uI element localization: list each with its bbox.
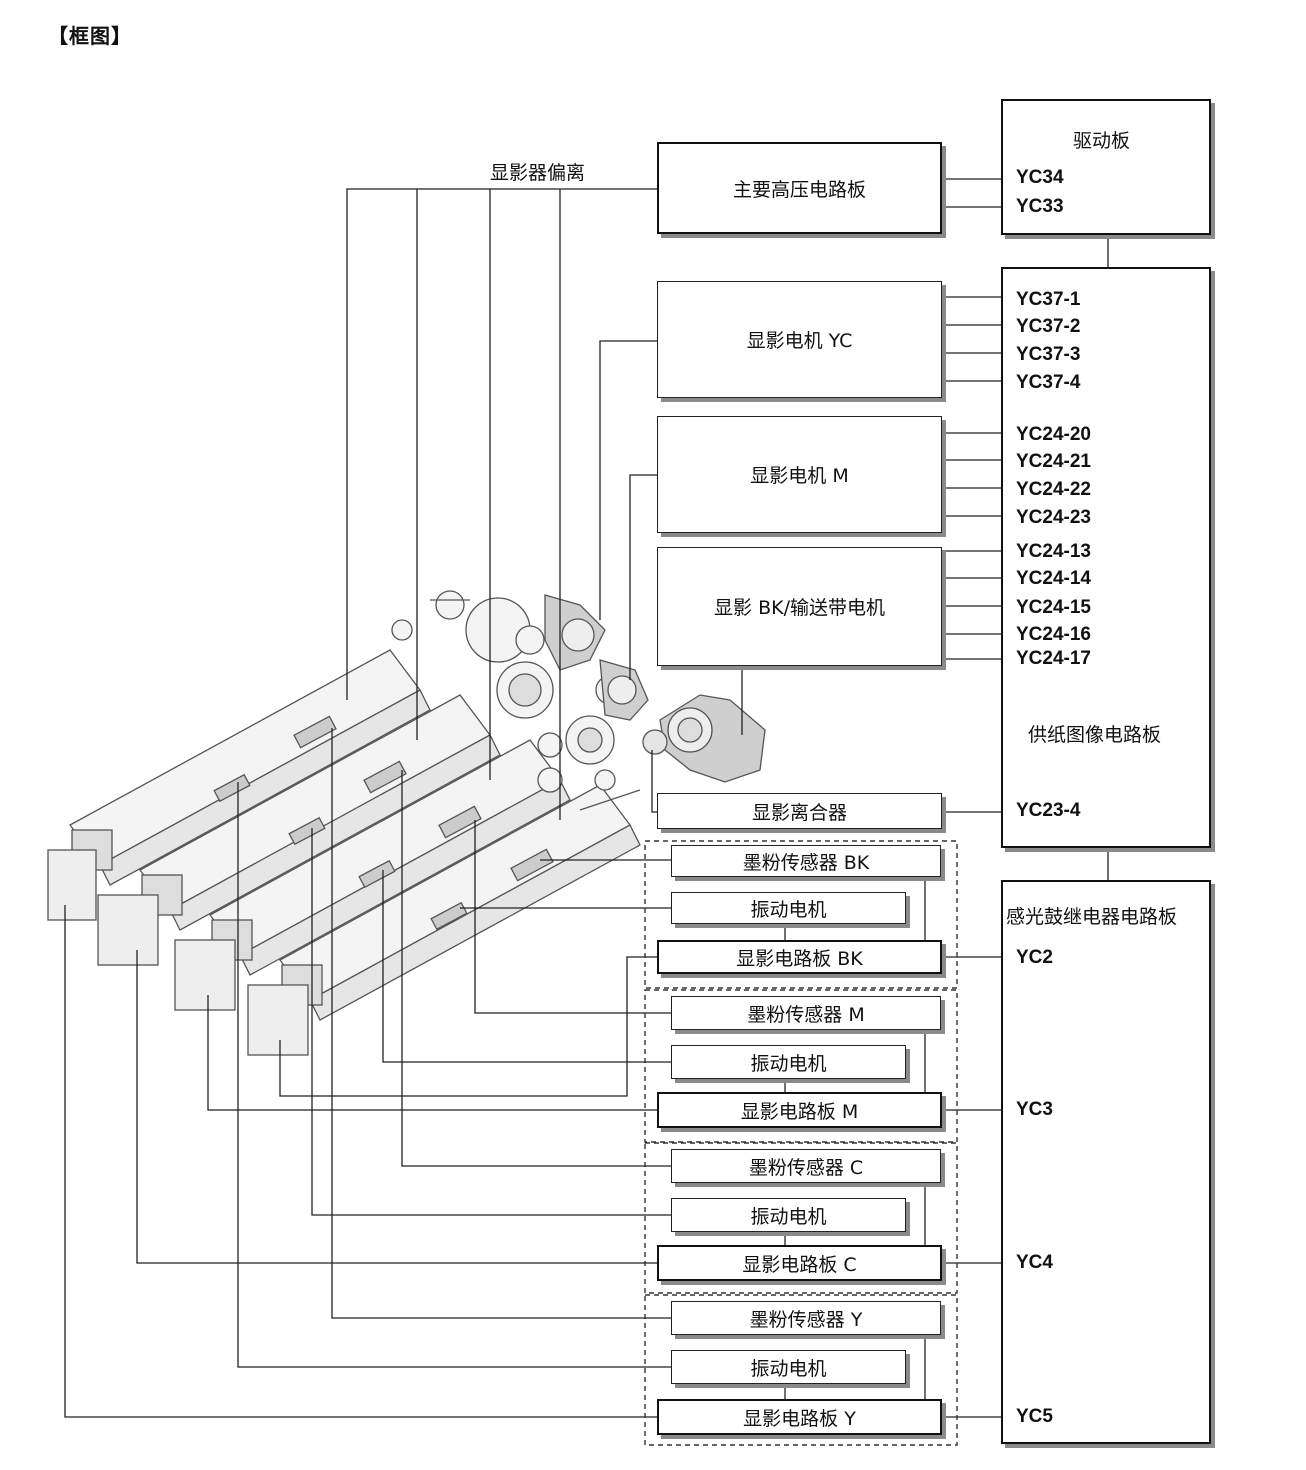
vib-motor-c-label: 振动电机: [750, 1205, 827, 1228]
wire-clutch: [651, 750, 657, 813]
dev-motor-yc-label: 显影电机 YC: [746, 330, 853, 352]
wire-pwb-c: [136, 950, 657, 1264]
port-yc37-2: YC37-2: [1016, 316, 1081, 337]
port-yc37-1: YC37-1: [1016, 289, 1081, 310]
toner-sensor-bk-box: 墨粉传感器 BK: [671, 845, 941, 877]
wiring: [64, 178, 1109, 1418]
port-yc37-4: YC37-4: [1016, 372, 1081, 393]
port-yc23-4: YC23-4: [1016, 800, 1081, 821]
dev-clutch-label: 显影离合器: [751, 801, 847, 824]
port-yc24-21: YC24-21: [1016, 451, 1091, 472]
group-bk-outline: [644, 840, 958, 989]
toner-sensor-c-label: 墨粉传感器 C: [748, 1156, 864, 1179]
drive-pwb: [1001, 99, 1211, 235]
port-yc24-20: YC24-20: [1016, 424, 1091, 445]
port-yc24-17: YC24-17: [1016, 648, 1091, 669]
dev-motor-yc-box: 显影电机 YC: [657, 281, 942, 398]
dev-pwb-c-label: 显影电路板 C: [742, 1253, 857, 1276]
feed-image-pwb: [1001, 267, 1211, 848]
end-block-c: [174, 939, 236, 1011]
end-block-y: [247, 984, 309, 1056]
dev-pwb-bk-box: 显影电路板 BK: [657, 940, 942, 974]
main-hv-pwb-box: 主要高压电路板: [657, 142, 942, 234]
vib-motor-y-label: 振动电机: [750, 1357, 827, 1380]
vib-motor-bk-label: 振动电机: [750, 898, 827, 921]
dev-motor-m-box: 显影电机 M: [657, 416, 942, 533]
end-block-k: [47, 849, 97, 921]
port-yc24-13: YC24-13: [1016, 541, 1091, 562]
dev-clutch-part: [642, 729, 668, 755]
wire-motor-yc: [599, 340, 657, 620]
vib-motor-m-label: 振动电机: [750, 1052, 827, 1075]
developer-separation-label: 显影器偏离: [490, 162, 586, 184]
toner-sensor-m-label: 墨粉传感器 M: [747, 1003, 865, 1026]
port-yc24-23: YC24-23: [1016, 507, 1091, 528]
dev-motor-bk-box: 显影 BK/输送带电机: [657, 547, 942, 666]
vib-motor-c-box: 振动电机: [671, 1198, 906, 1232]
vib-motor-y-box: 振动电机: [671, 1350, 906, 1384]
port-yc5: YC5: [1016, 1406, 1053, 1427]
port-yc3: YC3: [1016, 1099, 1053, 1120]
wire-motor-m: [629, 474, 657, 680]
port-yc37-3: YC37-3: [1016, 344, 1081, 365]
dev-pwb-m-box: 显影电路板 M: [657, 1092, 942, 1128]
dev-pwb-bk-label: 显影电路板 BK: [736, 947, 863, 970]
toner-sensor-m-box: 墨粉传感器 M: [671, 996, 941, 1030]
wire-vib-y: [237, 782, 671, 1368]
diagram-heading: 【框图】: [48, 24, 132, 48]
dev-motor-bk-label: 显影 BK/输送带电机: [714, 597, 885, 619]
group-y-outline: [644, 1294, 958, 1446]
dev-motor-m-label: 显影电机 M: [750, 465, 849, 487]
toner-sensor-y-box: 墨粉传感器 Y: [671, 1301, 941, 1335]
drum-relay-pwb: [1001, 880, 1211, 1444]
toner-sensor-bk-label: 墨粉传感器 BK: [742, 851, 870, 874]
vib-motor-m-box: 振动电机: [671, 1045, 906, 1079]
port-yc24-22: YC24-22: [1016, 479, 1091, 500]
end-block-m: [97, 894, 159, 966]
port-yc24-14: YC24-14: [1016, 568, 1091, 589]
drum-relay-pwb-title: 感光鼓继电器电路板: [1006, 906, 1178, 928]
wire-pwb-bk: [279, 956, 657, 1097]
dev-pwb-y-box: 显影电路板 Y: [657, 1399, 942, 1435]
group-m-outline: [644, 989, 958, 1143]
port-yc4: YC4: [1016, 1252, 1053, 1273]
wire-dev-sep-bus: [346, 188, 657, 700]
wire-toner-c: [401, 770, 671, 1167]
vib-motor-bk-box: 振动电机: [671, 892, 906, 924]
dev-pwb-y-label: 显影电路板 Y: [743, 1407, 856, 1430]
dev-pwb-m-label: 显影电路板 M: [740, 1100, 859, 1123]
feed-image-pwb-title: 供纸图像电路板: [1028, 724, 1162, 746]
group-c-outline: [644, 1142, 958, 1294]
wire-pwb-y: [64, 905, 657, 1418]
toner-sensor-y-label: 墨粉传感器 Y: [749, 1308, 863, 1331]
dev-pwb-c-box: 显影电路板 C: [657, 1245, 942, 1281]
port-yc34: YC34: [1016, 167, 1064, 188]
dev-clutch-box: 显影离合器: [657, 793, 942, 829]
port-yc33: YC33: [1016, 196, 1064, 217]
wire-vib-c: [311, 828, 671, 1216]
wire-vib-m: [382, 870, 671, 1063]
main-hv-pwb-label: 主要高压电路板: [732, 178, 866, 201]
wire-pwb-m: [207, 995, 657, 1111]
port-yc2: YC2: [1016, 947, 1053, 968]
wire-toner-y: [331, 728, 671, 1319]
port-yc24-15: YC24-15: [1016, 597, 1091, 618]
wire-toner-m: [474, 820, 671, 1014]
toner-sensor-c-box: 墨粉传感器 C: [671, 1149, 941, 1183]
port-yc24-16: YC24-16: [1016, 624, 1091, 645]
drive-pwb-title: 驱动板: [1073, 130, 1131, 152]
